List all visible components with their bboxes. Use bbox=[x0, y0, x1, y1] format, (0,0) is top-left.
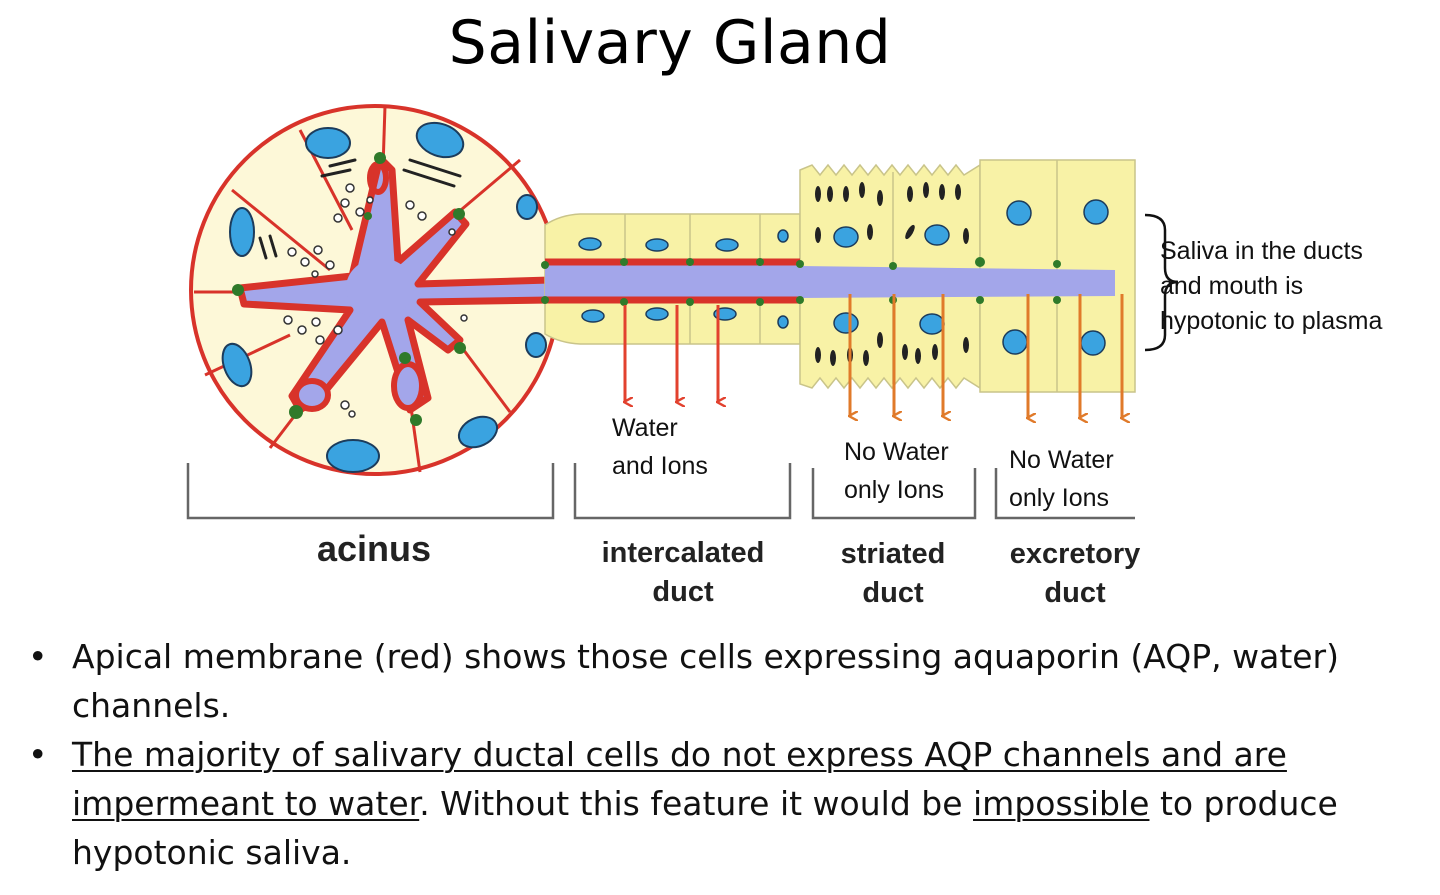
side-note-line2: and mouth is bbox=[1160, 272, 1303, 300]
bullet-text-1: Apical membrane (red) shows those cells … bbox=[72, 637, 1340, 725]
mitochondria bbox=[815, 182, 969, 366]
acinus-label: acinus bbox=[317, 528, 431, 569]
bullet-item-aqp: • Apical membrane (red) shows those cell… bbox=[24, 632, 1414, 730]
intercalated-flux-label-2: and Ions bbox=[612, 452, 708, 480]
bullet-dot: • bbox=[28, 637, 48, 676]
side-note-line1: Saliva in the ducts bbox=[1160, 237, 1363, 265]
slide-title: Salivary Gland bbox=[448, 8, 892, 78]
tight-junctions-duct bbox=[541, 257, 1061, 306]
bullet-list: • Apical membrane (red) shows those cell… bbox=[24, 632, 1414, 877]
excretory-flux-label-1: No Water bbox=[1009, 446, 1114, 474]
striated-flux-label-2: only Ions bbox=[844, 476, 944, 504]
acinar-nuclei bbox=[221, 121, 547, 473]
intercalated-flux-label-1: Water bbox=[612, 414, 678, 442]
ion-flux-arrows bbox=[850, 294, 1122, 418]
region-brackets bbox=[186, 463, 1135, 520]
bullet-text-2-plain-a: . Without this feature it would be bbox=[419, 784, 974, 823]
intercalated-label-1: intercalated bbox=[602, 537, 765, 569]
salivary-gland-diagram: Saliva in the ducts and mouth is hypoton… bbox=[186, 104, 1382, 609]
side-brace bbox=[1144, 213, 1179, 352]
duct-lumen bbox=[545, 258, 1115, 304]
bullet-text-2-plain-b: to produce hypotonic saliva. bbox=[72, 784, 1338, 872]
excretory-label-2: duct bbox=[1044, 577, 1106, 609]
secretory-granules bbox=[283, 183, 468, 418]
excretory-label-1: excretory bbox=[1010, 538, 1141, 570]
bullet-item-impermeant: • The majority of salivary ductal cells … bbox=[24, 730, 1414, 877]
endoplasmic-reticulum bbox=[258, 158, 462, 260]
acinar-lumen bbox=[236, 154, 554, 414]
acinus bbox=[189, 104, 561, 476]
water-flux-arrows bbox=[625, 305, 718, 402]
bullet-dot: • bbox=[28, 735, 48, 774]
bullet-text-2-underlined-a: The majority of salivary ductal cells do… bbox=[72, 735, 1287, 823]
striated-label-1: striated bbox=[841, 538, 946, 570]
side-note-line3: hypotonic to plasma bbox=[1160, 307, 1382, 335]
striated-label-2: duct bbox=[862, 577, 924, 609]
striated-flux-label-1: No Water bbox=[844, 438, 949, 466]
intercalated-label-2: duct bbox=[652, 576, 714, 608]
excretory-flux-label-2: only Ions bbox=[1009, 484, 1109, 512]
bullet-text-2-underlined-b: impossible bbox=[973, 784, 1150, 823]
tight-junctions-acinus bbox=[232, 152, 466, 426]
